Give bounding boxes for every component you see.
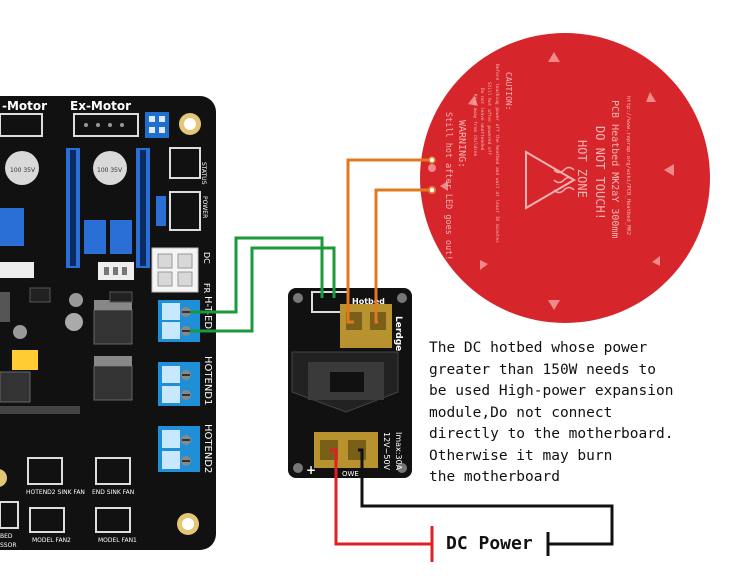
label-bed: BED <box>0 533 13 540</box>
module-heatsink <box>291 351 399 413</box>
module-plus-label: + <box>306 463 316 477</box>
ex-motor-connector <box>73 113 139 137</box>
warning-note: The DC hotbed whose power greater than 1… <box>429 340 674 485</box>
fan-connector-model1 <box>95 507 131 533</box>
status-connector <box>169 147 201 179</box>
capacitor-2 <box>93 151 127 185</box>
mounting-hole-left <box>0 469 7 487</box>
cap-1-label: 100 35V <box>10 167 36 174</box>
orange-wire-1 <box>346 158 432 324</box>
terminal-hotend1 <box>158 362 200 406</box>
mosfet-3 <box>0 371 31 403</box>
mosfet-2 <box>93 365 133 401</box>
module-voltage-label: 12V~50V <box>382 432 391 471</box>
label-dc: DC <box>202 252 211 264</box>
power-connector <box>169 191 201 231</box>
module-lerdge-label: Lerdge <box>393 316 403 351</box>
expansion-module: Hotbed Lerdge 12V~50V Imax:30A + OWE <box>288 288 412 478</box>
heatbed-warning-sub: Still hot after LED goes out! <box>443 112 453 260</box>
module-hotbed-label: Hotbed <box>352 297 385 306</box>
label-status: STATUS <box>200 162 207 185</box>
mounting-hole-top-inner <box>184 118 196 130</box>
heatbed-caution-line-2: Still hot after powered off <box>486 82 492 155</box>
inductor-3 <box>13 325 27 339</box>
label-hotend1: HOTEND1 <box>202 356 213 405</box>
label-hotend-sinkfan: HOTEND2 SINK FAN <box>26 489 85 496</box>
label-ex-motor: Ex-Motor <box>70 99 131 113</box>
capacitor-1 <box>5 151 39 185</box>
module-current-label: Imax:30A <box>394 432 403 471</box>
label-ssor: SSOR <box>0 542 17 549</box>
driver-header-small-2 <box>110 220 132 254</box>
mosfet-1 <box>93 309 133 345</box>
motor-connector <box>0 113 43 137</box>
green-wire-2 <box>190 246 336 333</box>
heatbed-disc <box>420 33 710 323</box>
green-wire-1 <box>190 236 324 314</box>
heatbed-hot-zone: HOT ZONE <box>575 140 589 198</box>
module-ower-label: OWE <box>342 470 359 478</box>
label-hotend2: HOTEND2 <box>202 424 213 473</box>
heatbed-caution: CAUTION: <box>504 72 513 111</box>
label-model-fan2: MODEL FAN2 <box>32 537 71 544</box>
red-power-wire <box>330 448 432 546</box>
heatbed-title: PCB Heatbed MK2aY 300mm <box>609 100 620 238</box>
terminal-hotend2 <box>158 426 200 472</box>
heatbed-warning: WARNING: <box>456 120 467 168</box>
terminal-hbed <box>158 300 200 342</box>
orange-wire-2 <box>374 188 432 324</box>
heatbed-caution-line-4: Keep away from children <box>472 94 478 157</box>
heatbed: PCB Heatbed MK2aY 300mm http://www.repra… <box>420 33 710 323</box>
label-motor: -Motor <box>2 99 47 113</box>
white-connector-a <box>0 262 34 278</box>
motherboard: -Motor Ex-Motor 100 35V 100 35V STATUS P… <box>0 96 216 550</box>
label-fr: FR <box>202 283 211 294</box>
black-power-wire <box>358 448 614 546</box>
fan-connector-hotend-sink <box>27 457 63 485</box>
jumper-block <box>145 112 169 138</box>
heatbed-caution-line-1: Before touching power off the heatbed an… <box>494 64 500 243</box>
hot-zone-symbol <box>525 150 576 210</box>
inductor-2 <box>69 293 83 307</box>
mounting-hole-bottom-inner <box>182 518 194 530</box>
fan-connector-end-sink <box>95 457 131 485</box>
driver-header-small-1 <box>84 220 106 254</box>
label-power: POWER <box>201 196 208 218</box>
dc-power-label: DC Power <box>446 533 533 554</box>
driver-header-small-3 <box>0 208 24 246</box>
cap-2-label: 100 35V <box>97 167 123 174</box>
heatbed-caution-line-3: Do not leave unattended <box>479 88 485 151</box>
inductor-1 <box>65 313 83 331</box>
heatbed-do-not-touch: DO NOT TOUCH! <box>593 126 607 220</box>
label-end-sinkfan: END SINK FAN <box>92 489 134 496</box>
label-model-fan1: MODEL FAN1 <box>98 537 137 544</box>
heatbed-url: http://www.reprap.org/wiki/PCB_Heatbed_M… <box>625 96 631 235</box>
wires <box>190 156 614 562</box>
fan-connector-model2 <box>29 507 65 533</box>
